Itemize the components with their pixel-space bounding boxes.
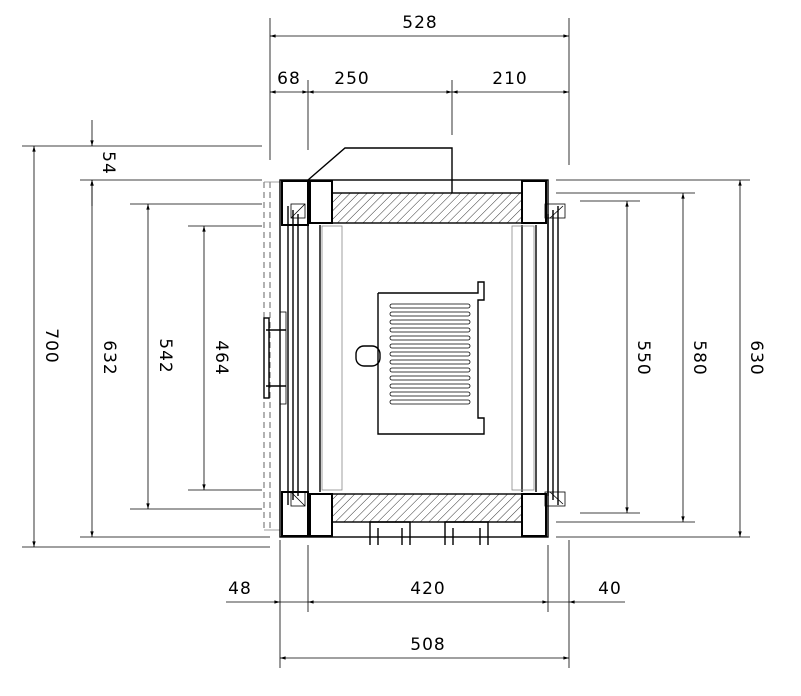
- bottom-dimensions: 48 420 40 508: [226, 540, 625, 668]
- grille-slot: [389, 327, 471, 333]
- grille-slot: [389, 303, 471, 309]
- car-structure: [263, 147, 566, 545]
- dim-height-right-outer: 630: [746, 340, 766, 375]
- dim-height-left-4: 464: [211, 340, 231, 375]
- dim-top-gap: 54: [98, 151, 118, 175]
- grille-slot: [389, 391, 471, 397]
- grille-slot: [389, 335, 471, 341]
- grille-slot: [389, 367, 471, 373]
- dim-bottom-middle: 420: [410, 579, 445, 599]
- top-dimensions: 528 68 250 210: [269, 13, 570, 165]
- right-dimensions: 550 580 630: [556, 179, 766, 538]
- grille-slots: [389, 303, 471, 405]
- grille-slot: [389, 399, 471, 405]
- grille-slot: [389, 351, 471, 357]
- grille-slot: [389, 319, 471, 325]
- dim-height-left-3: 542: [155, 338, 175, 373]
- dim-height-right-inner: 550: [633, 340, 653, 375]
- grille-slot: [389, 311, 471, 317]
- dim-overall-width-bottom: 508: [410, 635, 445, 655]
- dim-bottom-left: 48: [228, 579, 252, 599]
- dim-overall-width-top: 528: [402, 13, 437, 33]
- dim-height-right-mid: 580: [689, 340, 709, 375]
- center-grille-panel: [355, 281, 485, 435]
- dim-height-outer-left: 700: [41, 328, 61, 363]
- grille-slot: [389, 383, 471, 389]
- dim-right-top: 210: [492, 69, 527, 89]
- grille-slot: [389, 343, 471, 349]
- dim-left-offset-top: 68: [277, 69, 301, 89]
- dim-height-left-2: 632: [99, 340, 119, 375]
- dim-bottom-right: 40: [598, 579, 622, 599]
- dim-middle-top: 250: [334, 69, 369, 89]
- grille-slot: [389, 375, 471, 381]
- left-dimensions: 54 700 632 542 464: [22, 120, 270, 548]
- grille-slot: [389, 359, 471, 365]
